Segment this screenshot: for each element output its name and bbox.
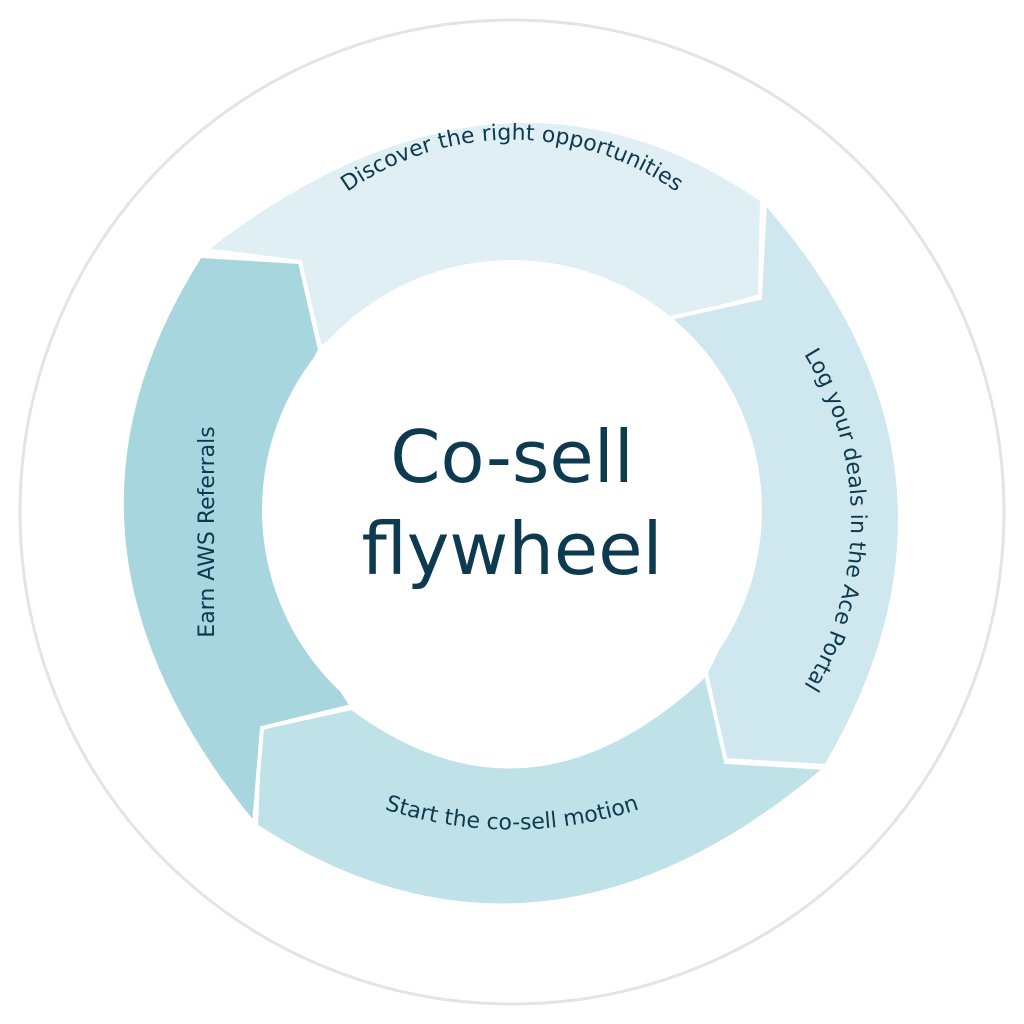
segment-start-co-sell (253, 670, 832, 908)
step-label-earn-referrals: Earn AWS Referrals (195, 426, 220, 637)
center-circle (262, 260, 762, 760)
center-title-line1: Co-sell (390, 415, 633, 499)
center-title-line2: flywheel (361, 507, 662, 591)
